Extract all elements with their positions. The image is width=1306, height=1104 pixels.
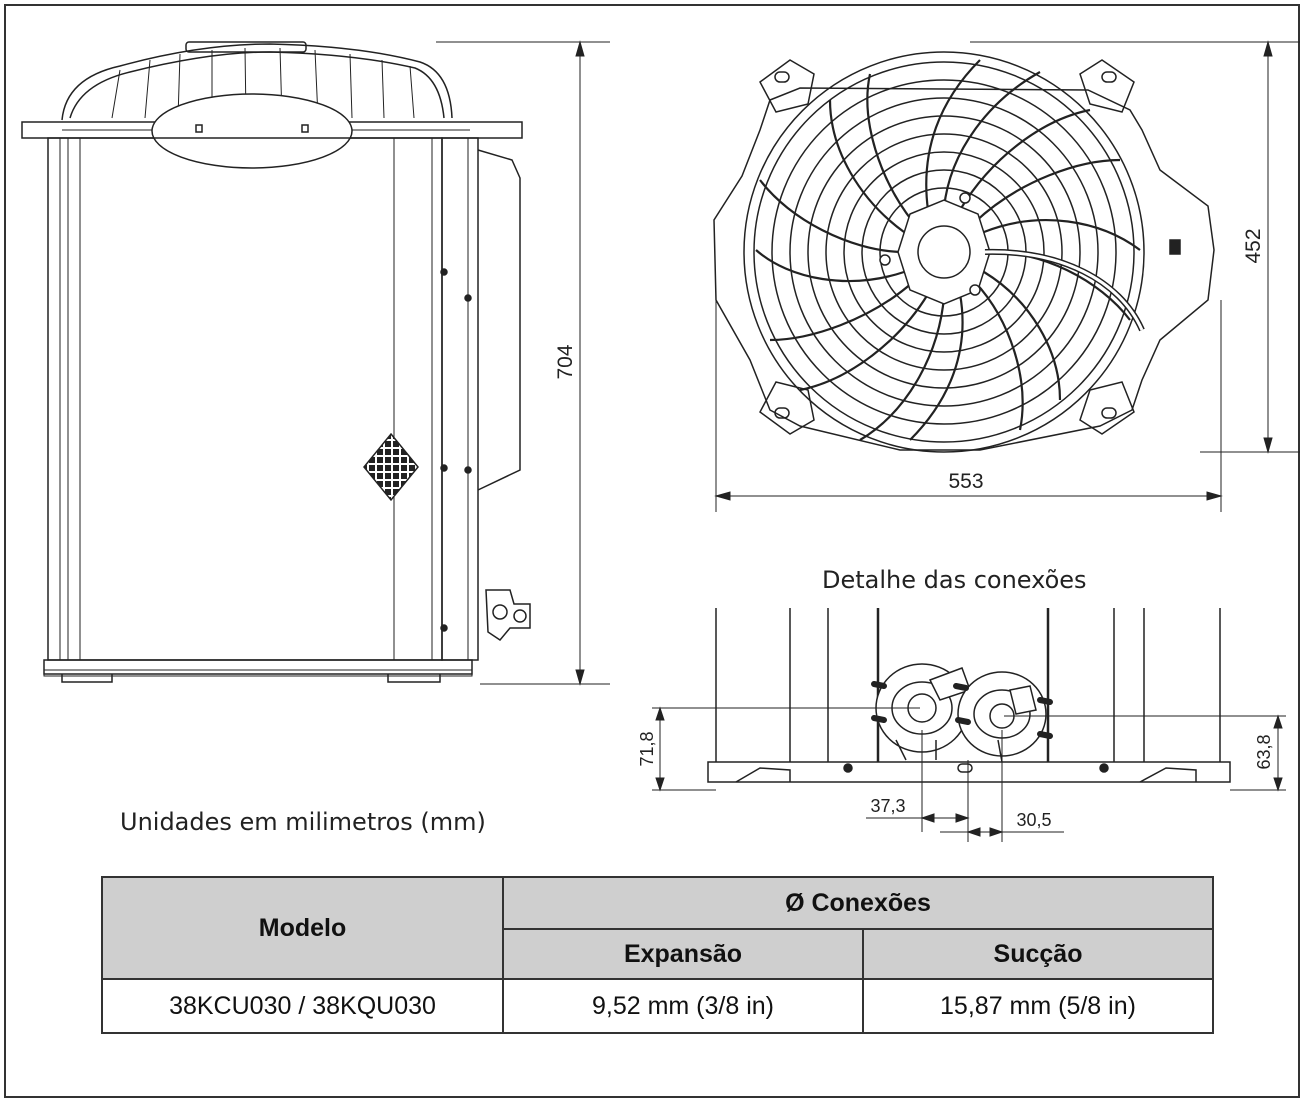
label-71-8: 71,8 [637,731,657,766]
top-view [713,51,1215,453]
label-553: 553 [948,470,983,493]
cell-expansion: 9,52 mm (3/8 in) [502,978,864,1034]
header-connections: Ø Conexões [502,876,1214,930]
label-63-8: 63,8 [1254,734,1274,769]
cell-model: 38KCU030 / 38KQU030 [101,978,504,1034]
connections-table: Modelo Ø Conexões Expansão Sucção 38KCU0… [101,876,1214,1034]
header-model: Modelo [101,876,504,980]
connection-detail [707,608,1231,783]
page-frame [4,4,1300,1098]
cell-suction: 15,87 mm (5/8 in) [862,978,1214,1034]
detail-title: Detalhe das conexões [822,566,1087,594]
header-expansion: Expansão [502,928,864,980]
label-704: 704 [554,344,577,379]
side-view [21,41,531,683]
detail-dimensions [652,706,1286,842]
label-452: 452 [1242,228,1265,263]
header-suction: Sucção [862,928,1214,980]
dimension-452 [970,40,1300,454]
label-37-3: 37,3 [870,796,905,816]
units-note: Unidades em milimetros (mm) [120,808,486,836]
dimension-704 [436,40,610,686]
label-30-5: 30,5 [1016,810,1051,830]
table-row: 38KCU030 / 38KQU030 9,52 mm (3/8 in) 15,… [101,978,1214,1034]
dimension-553 [714,300,1223,512]
